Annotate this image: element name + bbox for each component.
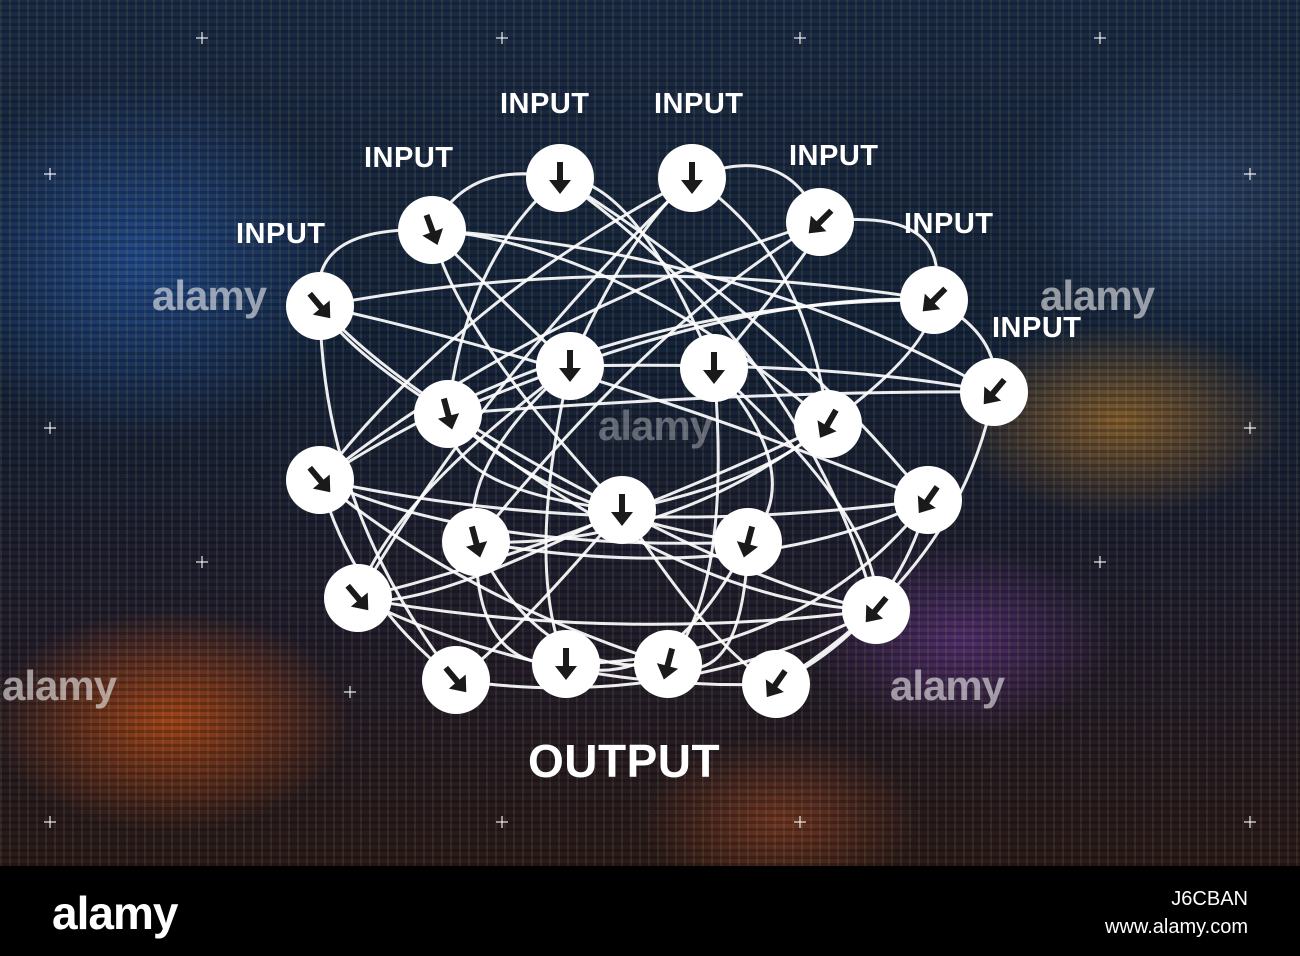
connection-edge	[475, 422, 829, 544]
connection-edge	[775, 391, 996, 686]
watermark-cross	[196, 32, 208, 44]
down-arrow-icon	[703, 352, 725, 384]
down-arrow-icon	[549, 162, 571, 194]
watermark-cross	[44, 168, 56, 180]
connection-edge	[319, 274, 935, 308]
watermark-cross	[794, 816, 806, 828]
watermark-cross	[794, 32, 806, 44]
input-label-5: INPUT	[236, 218, 326, 250]
connection-edge	[474, 220, 821, 543]
network-node	[442, 508, 510, 576]
network-node	[900, 266, 968, 334]
down-arrow-icon	[559, 350, 581, 382]
watermark-cross	[496, 816, 508, 828]
network-node	[286, 446, 354, 514]
network-node	[526, 144, 594, 212]
down-arrow-icon	[765, 669, 788, 698]
input-label-4: INPUT	[789, 140, 879, 172]
network-node	[532, 630, 600, 698]
network-node	[842, 576, 910, 644]
watermark-cross	[44, 422, 56, 434]
network-illustration: INPUT INPUT INPUT INPUT INPUT INPUT INPU…	[0, 0, 1300, 866]
network-node	[634, 630, 702, 698]
network-node	[960, 358, 1028, 426]
down-arrow-icon	[817, 408, 839, 438]
watermark-cross	[344, 686, 356, 698]
down-arrow-icon	[443, 665, 467, 693]
connection-edge	[318, 305, 458, 681]
input-label-6: INPUT	[904, 208, 994, 240]
network-node	[422, 646, 490, 714]
site-url: www.alamy.com	[1105, 916, 1248, 938]
network-node	[786, 188, 854, 256]
network-node	[894, 466, 962, 534]
down-arrow-icon	[555, 648, 577, 680]
watermark-cross	[1094, 32, 1106, 44]
down-arrow-icon	[307, 291, 331, 319]
network-node	[794, 390, 862, 458]
down-arrow-icon	[345, 583, 369, 611]
watermark-left: alamy	[152, 272, 267, 319]
connection-edge	[319, 298, 935, 482]
down-arrow-icon	[437, 397, 460, 430]
network-node	[286, 272, 354, 340]
network-node	[588, 476, 656, 544]
stock-footer-bar: alamy J6CBAN www.alamy.com	[0, 866, 1300, 956]
connection-edge	[357, 596, 877, 626]
watermark-cross	[1094, 556, 1106, 568]
down-arrow-icon	[656, 647, 679, 680]
connection-edge	[559, 176, 930, 501]
input-label-7: INPUT	[992, 312, 1082, 344]
background-texture	[0, 0, 1300, 866]
down-arrow-icon	[681, 162, 703, 194]
network-node	[658, 144, 726, 212]
binary-code-background	[0, 0, 1300, 866]
connection-edge	[319, 220, 821, 482]
down-arrow-icon	[422, 213, 444, 246]
connection-edge	[318, 176, 693, 481]
image-id: J6CBAN	[1171, 888, 1248, 910]
network-node	[536, 332, 604, 400]
network-node	[414, 380, 482, 448]
down-arrow-icon	[983, 377, 1007, 405]
watermark-cross	[44, 816, 56, 828]
network-node	[398, 196, 466, 264]
down-arrow-icon	[465, 525, 488, 558]
input-label-2: INPUT	[654, 88, 744, 120]
watermark-cross	[1244, 422, 1256, 434]
connection-edge	[565, 499, 930, 666]
watermark-cross	[1244, 168, 1256, 180]
network-node	[324, 564, 392, 632]
down-arrow-icon	[307, 465, 331, 493]
watermark-cross	[1244, 816, 1256, 828]
network-node	[680, 334, 748, 402]
watermark-cross	[196, 556, 208, 568]
down-arrow-icon	[736, 525, 759, 558]
down-arrow-icon	[611, 494, 633, 526]
output-label: OUTPUT	[528, 735, 721, 787]
watermark-bottom-right: alamy	[890, 662, 1005, 709]
down-arrow-icon	[865, 595, 889, 623]
network-node	[742, 650, 810, 718]
neural-network-diagram	[286, 144, 1028, 718]
watermark-bottom-left: alamy	[2, 662, 117, 709]
down-arrow-icon	[808, 208, 834, 234]
connection-edge	[319, 478, 669, 666]
down-arrow-icon	[922, 286, 948, 312]
input-label-3: INPUT	[364, 142, 454, 174]
network-node	[714, 508, 782, 576]
watermark-right: alamy	[1040, 272, 1155, 319]
watermark-center: alamy	[598, 402, 713, 449]
down-arrow-icon	[917, 485, 940, 514]
connection-edge	[559, 176, 878, 611]
connection-edge	[431, 228, 829, 426]
alamy-logo: alamy	[52, 887, 178, 939]
input-label-1: INPUT	[500, 88, 590, 120]
watermark-cross	[496, 32, 508, 44]
